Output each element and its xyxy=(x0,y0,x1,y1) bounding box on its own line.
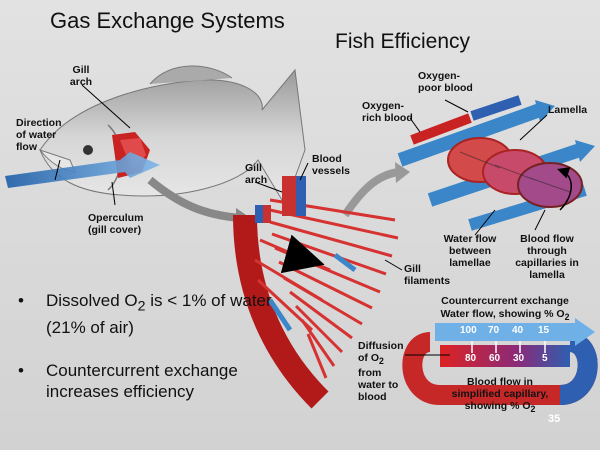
gill-filaments-illustration xyxy=(233,176,399,409)
label-countercurrent-exchange: Countercurrent exchange xyxy=(441,295,569,307)
label-gill-arch: Gill arch xyxy=(69,64,93,88)
water-value-3: 40 xyxy=(512,325,524,336)
label-water-flow-between-lamellae: Water flow between lamellae xyxy=(443,233,497,269)
label-blood-flow-simplified: Blood flow in simplified capillary, show… xyxy=(451,376,549,415)
water-value-4: 15 xyxy=(538,325,550,336)
lamella-illustration xyxy=(397,95,595,231)
label-operculum: Operculum (gill cover) xyxy=(88,212,144,236)
label-oxygen-poor-blood: Oxygen-poor blood xyxy=(418,70,473,94)
label-direction-of-water-flow: Direction of water flow xyxy=(16,117,62,153)
label-blood-vessels: Blood vessels xyxy=(312,153,350,177)
label-gill-arch-2: Gill arch xyxy=(245,162,268,186)
slide-title: Gas Exchange Systems xyxy=(50,8,285,33)
blood-value-3: 30 xyxy=(513,353,525,364)
water-value-1: 100 xyxy=(460,325,477,336)
label-lamella: Lamella xyxy=(548,104,588,116)
page-number: 35 xyxy=(548,413,561,425)
label-gill-filaments: Gill filaments xyxy=(404,263,451,287)
water-value-2: 70 xyxy=(488,325,500,336)
blood-value-1: 80 xyxy=(465,353,477,364)
blood-value-2: 60 xyxy=(489,353,501,364)
label-oxygen-rich-blood: Oxygen-rich blood xyxy=(362,100,413,124)
bullet-dot: • xyxy=(18,291,24,310)
label-water-flow-percent: Water flow, showing % O2 xyxy=(440,308,570,323)
slide-subtitle: Fish Efficiency xyxy=(335,30,470,53)
blood-value-4: 5 xyxy=(542,353,548,364)
label-diffusion: Diffusion of O2 from water to blood xyxy=(358,340,404,404)
label-blood-flow-through-capillaries: Blood flow through capillaries in lamell… xyxy=(515,233,579,281)
bullet-dot: • xyxy=(18,361,24,380)
